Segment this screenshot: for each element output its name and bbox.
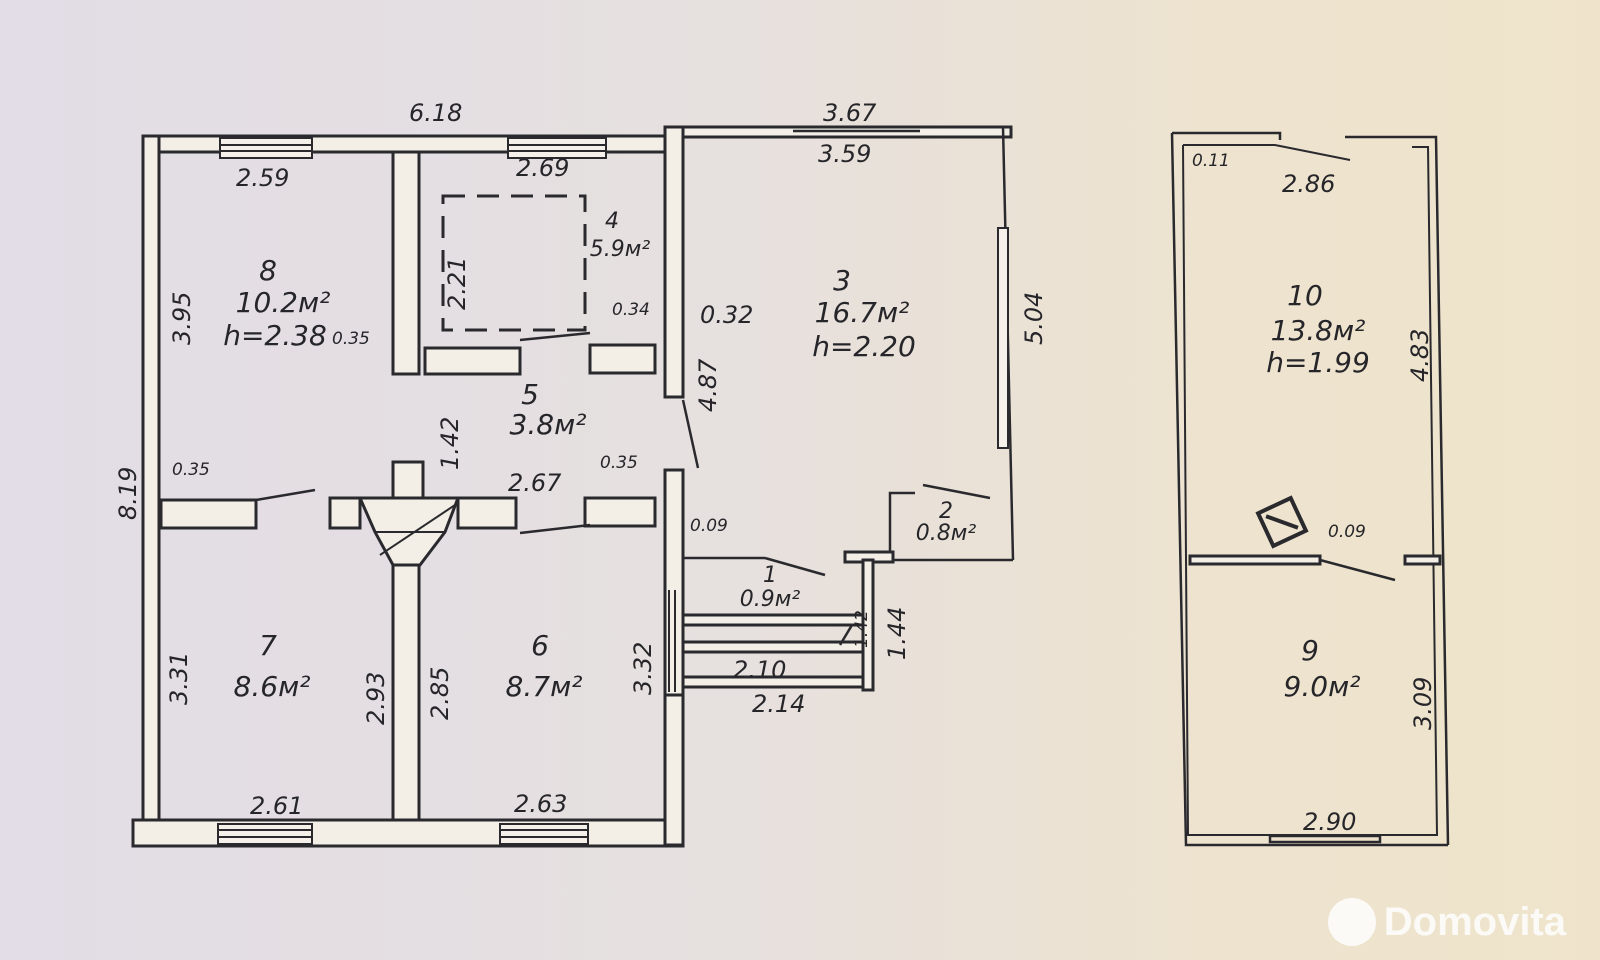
dim-hall-267: 2.67 [508,469,562,497]
dim-wall-034: 0.34 [612,300,650,320]
room-6-area: 8.7м² [506,670,583,703]
room-8-area: 10.2м² [236,286,331,319]
window-r6 [499,823,589,845]
dim-wall-035-b: 0.35 [172,460,210,480]
dim-r6-inner: 2.85 [426,667,454,720]
room-3-number: 3 [833,264,851,297]
dim-r7-bottom: 2.61 [250,792,303,820]
room-9-area: 9.0м² [1284,670,1361,703]
room-7-area: 8.6м² [234,670,311,703]
dim-r9-bottom: 2.90 [1303,808,1356,836]
room-1-number: 1 [763,563,777,588]
room-10-area: 13.8м² [1271,314,1366,347]
dim-porch-214: 2.14 [752,690,805,718]
room-1-area: 0.9м² [740,587,801,612]
dim-wall-032: 0.32 [700,301,753,329]
house-outer-walls [131,125,1015,848]
room-4-area: 5.9м² [590,237,651,262]
dim-r8-side: 3.95 [168,292,196,345]
dim-wall-035-a: 0.35 [332,329,370,349]
room-8-height: h=2.38 [223,319,327,352]
dim-r6-bottom: 2.63 [514,790,567,818]
dim-r7-inner: 2.93 [362,672,390,725]
outbuilding-walls [1170,131,1450,847]
dim-r8-top: 2.59 [236,164,289,192]
dim-r10-011: 0.11 [1192,151,1230,171]
dim-r10-side: 4.83 [1406,329,1434,382]
room-4-dashed [441,194,587,332]
room-8-number: 8 [259,254,277,287]
room-5-number: 5 [521,378,539,411]
dim-r4-side: 2.21 [443,257,471,310]
dim-wall-035-c: 0.35 [600,453,638,473]
dim-top-right: 3.67 [823,99,877,127]
dim-r4-top: 2.69 [516,154,569,182]
dim-r9-009: 0.09 [1328,522,1366,542]
dim-porch-144: 1.44 [883,607,911,660]
room-4-number: 4 [605,209,619,234]
room-2-area: 0.8м² [916,521,977,546]
dim-left-side: 8.19 [114,467,142,520]
room-9-number: 9 [1301,634,1319,667]
room-7-number: 7 [259,629,277,662]
domovita-logo-icon [1327,898,1376,946]
windows [217,129,920,845]
dim-r9-side: 3.09 [1409,677,1437,730]
room-10-number: 10 [1287,279,1323,312]
watermark-text: Domovita [1383,899,1566,944]
dim-top-left: 6.18 [409,99,462,127]
room-10-height: h=1.99 [1266,346,1370,379]
window-r4 [507,137,607,159]
window-r8 [219,137,313,159]
dim-wall-142: 1.42 [436,417,464,470]
dim-r3-side: 5.04 [1020,292,1048,345]
dim-step-009: 0.09 [690,516,728,536]
room-5-area: 3.8м² [510,408,587,441]
interior-walls [159,150,991,822]
room-labels: 8 10.2м² h=2.38 4 5.9м² 3 16.7м² h=2.20 … [223,209,1370,703]
dim-r3-top: 3.59 [818,140,871,168]
dim-porch-210: 2.10 [733,656,786,684]
dim-r10-top: 2.86 [1282,170,1335,198]
dim-r6-side: 3.32 [629,642,657,695]
dimension-labels: 6.18 3.67 2.59 2.69 3.59 8.19 3.95 2.21 … [114,99,1437,836]
room-2-number: 2 [939,499,953,524]
room-3-area: 16.7м² [815,296,910,329]
window-r7 [217,823,313,845]
dim-r7-side: 3.31 [165,652,193,705]
room-3-height: h=2.20 [812,330,916,363]
dim-porch-142: 1.42 [852,610,872,648]
room-6-number: 6 [531,629,549,662]
dim-wall-487: 4.87 [694,358,722,412]
watermark: Domovita [1327,898,1566,946]
